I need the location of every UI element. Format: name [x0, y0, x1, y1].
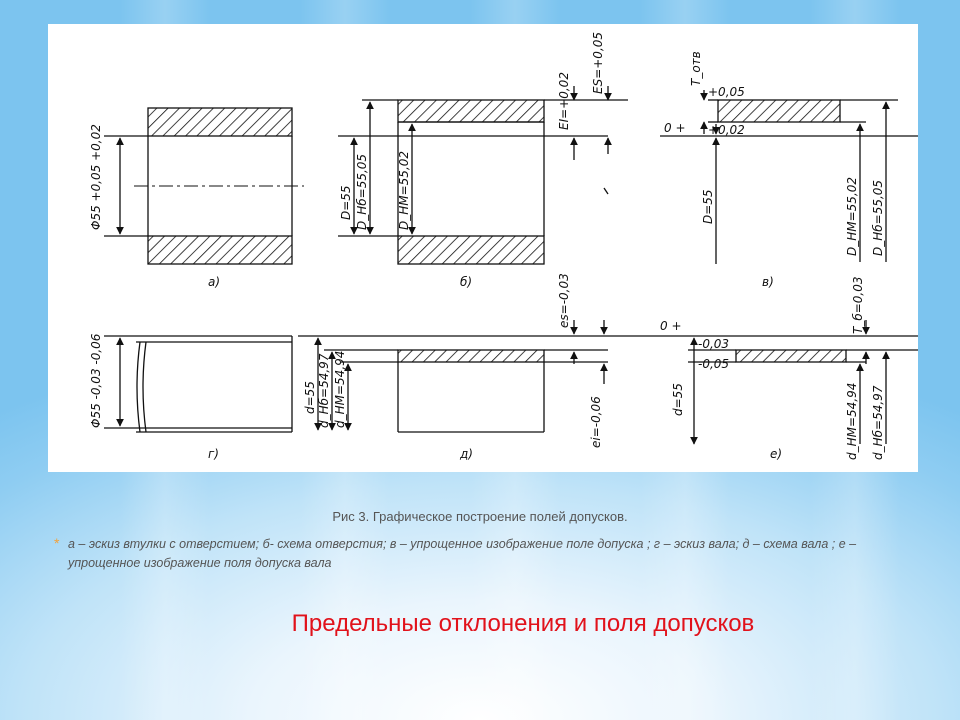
dim-e-zero: 0 +: [660, 319, 682, 333]
hatch-e-field: [735, 349, 847, 363]
dim-v-T: T_отв: [689, 51, 703, 86]
label-g: г): [208, 447, 219, 461]
dim-g: Φ55 -0,03 -0,06: [89, 333, 103, 428]
hatch-b-bottom: [397, 235, 545, 265]
tolerance-drawing: а) б) в) г) д) е) Φ55 +0,05 +0,02 D=55 D…: [89, 32, 918, 461]
label-v: в): [762, 275, 774, 289]
label-e: е): [770, 447, 782, 461]
dim-d-dnb: d_Hб=54,97: [317, 353, 331, 428]
dim-b-EI: EI=+0,02: [557, 72, 571, 130]
dim-b-Dnm: D_HM=55,02: [397, 151, 411, 230]
dim-v-p02: +0,02: [708, 123, 745, 137]
bullet-icon: *: [54, 535, 60, 551]
hatch-b-top: [397, 99, 545, 123]
dim-d-ei: ei=-0,06: [589, 396, 603, 448]
slide-title: Предельные отклонения и поля допусков: [291, 610, 755, 637]
figure-caption: Рис 3. Графическое построение полей допу…: [332, 509, 628, 524]
dim-e-T: T_б=0,03: [851, 276, 865, 334]
dim-v-zero: 0 +: [664, 121, 686, 135]
label-b: б): [460, 275, 472, 289]
description-text: а – эскиз втулки с отверстием; б- схема …: [68, 537, 857, 570]
tolerance-figure: а) б) в) г) д) е) Φ55 +0,05 +0,02 D=55 D…: [48, 24, 918, 472]
dim-e-dnm: d_HM=54,94: [845, 383, 859, 460]
dim-d-es: es=-0,03: [557, 273, 571, 328]
dim-b-ES: ES=+0,05: [591, 32, 605, 94]
dim-e-dnb: d_Hб=54,97: [871, 385, 885, 460]
hatch-d-field: [397, 349, 545, 363]
dim-e-m003: -0,03: [698, 337, 729, 351]
label-d: д): [459, 447, 473, 461]
hatch-a-top: [147, 107, 293, 137]
dim-v-p05: +0,05: [708, 85, 745, 99]
dim-v-Dnb: D_Hб=55,05: [871, 180, 885, 256]
dim-b-D: D=55: [339, 185, 353, 220]
label-a: а): [208, 275, 220, 289]
dim-e-d: d=55: [671, 383, 685, 416]
dim-b-Dnb: D_Hб=55,05: [355, 154, 369, 230]
figure-description: * а – эскиз втулки с отверстием; б- схем…: [54, 535, 898, 573]
dim-v-D: D=55: [701, 189, 715, 224]
dim-a: Φ55 +0,05 +0,02: [89, 124, 103, 230]
dim-v-Dnm: D_HM=55,02: [845, 177, 859, 256]
dim-d-d: d=55: [303, 381, 317, 414]
dim-d-dnm: d_HM=54,94: [333, 351, 347, 428]
dim-e-m005: -0,05: [698, 357, 729, 371]
hatch-v-field: [717, 99, 841, 123]
hatch-a-bottom: [147, 235, 293, 265]
